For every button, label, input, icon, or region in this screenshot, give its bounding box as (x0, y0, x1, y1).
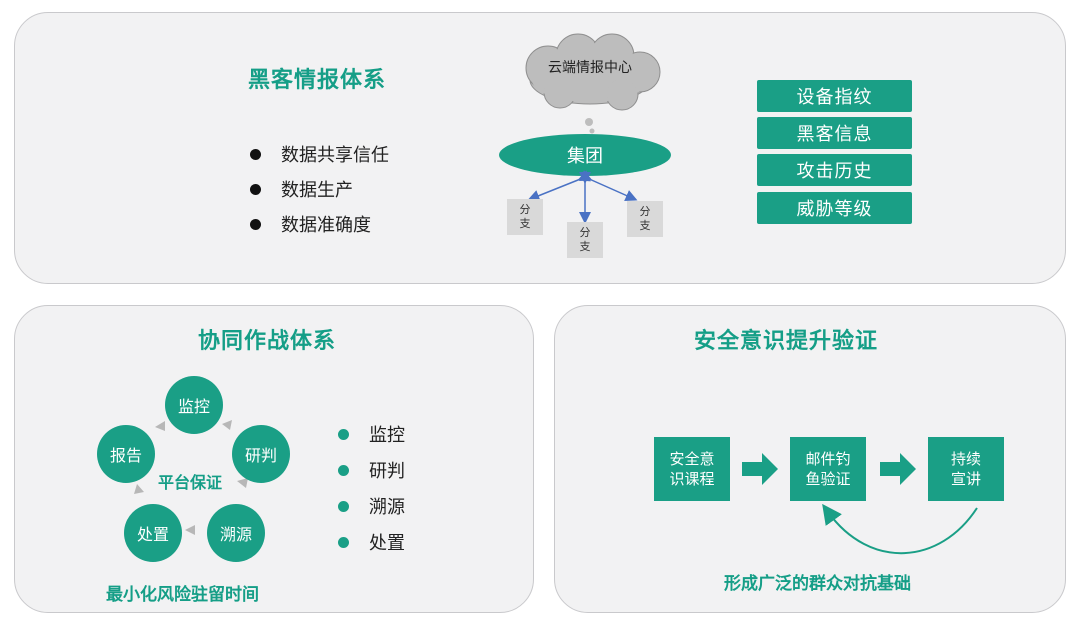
step-phishing: 邮件钓鱼验证 (790, 437, 866, 501)
step-label: 持续宣讲 (950, 450, 981, 488)
tag-attack-history: 攻击历史 (757, 154, 912, 186)
branch-box: 分支 (507, 199, 543, 235)
step-course: 安全意识课程 (654, 437, 730, 501)
cloud-label: 云端情报中心 (548, 60, 632, 76)
awareness-title: 安全意识提升验证 (694, 329, 879, 354)
coop-bullet: 处置 (338, 529, 405, 555)
coop-title: 协同作战体系 (198, 329, 337, 354)
branch-label: 分支 (519, 203, 531, 230)
step-arrows (742, 453, 916, 485)
intel-bullet-text: 数据生产 (281, 180, 353, 201)
cycle-arrows (134, 420, 248, 535)
step-outreach: 持续宣讲 (928, 437, 1004, 501)
bullet-dot-icon (338, 536, 349, 548)
platform-label: 平台保证 (157, 473, 222, 492)
coop-bullet-text: 研判 (369, 461, 405, 482)
intel-bullet: 数据准确度 (250, 211, 371, 237)
cycle-node-trace: 溯源 (207, 504, 265, 562)
cycle-node-handle: 处置 (124, 504, 182, 562)
group-ellipse (499, 134, 671, 176)
group-label: 集团 (567, 146, 603, 167)
coop-bullet-text: 溯源 (369, 497, 405, 518)
cycle-node-report: 报告 (97, 425, 155, 483)
intel-bullet-text: 数据准确度 (281, 215, 371, 236)
awareness-footer: 形成广泛的群众对抗基础 (724, 574, 911, 594)
coop-bullet-text: 监控 (369, 425, 405, 446)
step-label: 安全意识课程 (669, 450, 715, 488)
intel-title: 黑客情报体系 (248, 68, 387, 93)
bullet-dot-icon (250, 218, 261, 230)
tag-hacker-info: 黑客信息 (757, 117, 912, 149)
cloud-tail-dot (585, 118, 593, 126)
coop-bullet-text: 处置 (369, 533, 405, 554)
bullet-dot-icon (338, 428, 349, 440)
coop-bullet: 溯源 (338, 493, 405, 519)
branch-box: 分支 (627, 201, 663, 237)
return-curve (822, 503, 978, 555)
bullet-dot-icon (250, 148, 261, 160)
coop-bullet: 研判 (338, 457, 405, 483)
bullet-dot-icon (338, 500, 349, 512)
intel-bullet: 数据生产 (250, 176, 353, 202)
cycle-node-analyze: 研判 (232, 425, 290, 483)
bullet-dot-icon (338, 464, 349, 476)
step-label: 邮件钓鱼验证 (805, 450, 851, 488)
coop-bullet: 监控 (338, 421, 405, 447)
tag-threat-level: 威胁等级 (757, 192, 912, 224)
intel-bullet-text: 数据共享信任 (281, 145, 389, 166)
branch-label: 分支 (579, 226, 591, 253)
cloud-tail-dot (589, 128, 595, 134)
cycle-node-monitor: 监控 (165, 376, 223, 434)
branch-label: 分支 (639, 205, 651, 232)
coop-footer: 最小化风险驻留时间 (106, 585, 259, 605)
intel-bullet: 数据共享信任 (250, 141, 389, 167)
bullet-dot-icon (250, 183, 261, 195)
branch-box: 分支 (567, 222, 603, 258)
tag-device-fingerprint: 设备指纹 (757, 80, 912, 112)
